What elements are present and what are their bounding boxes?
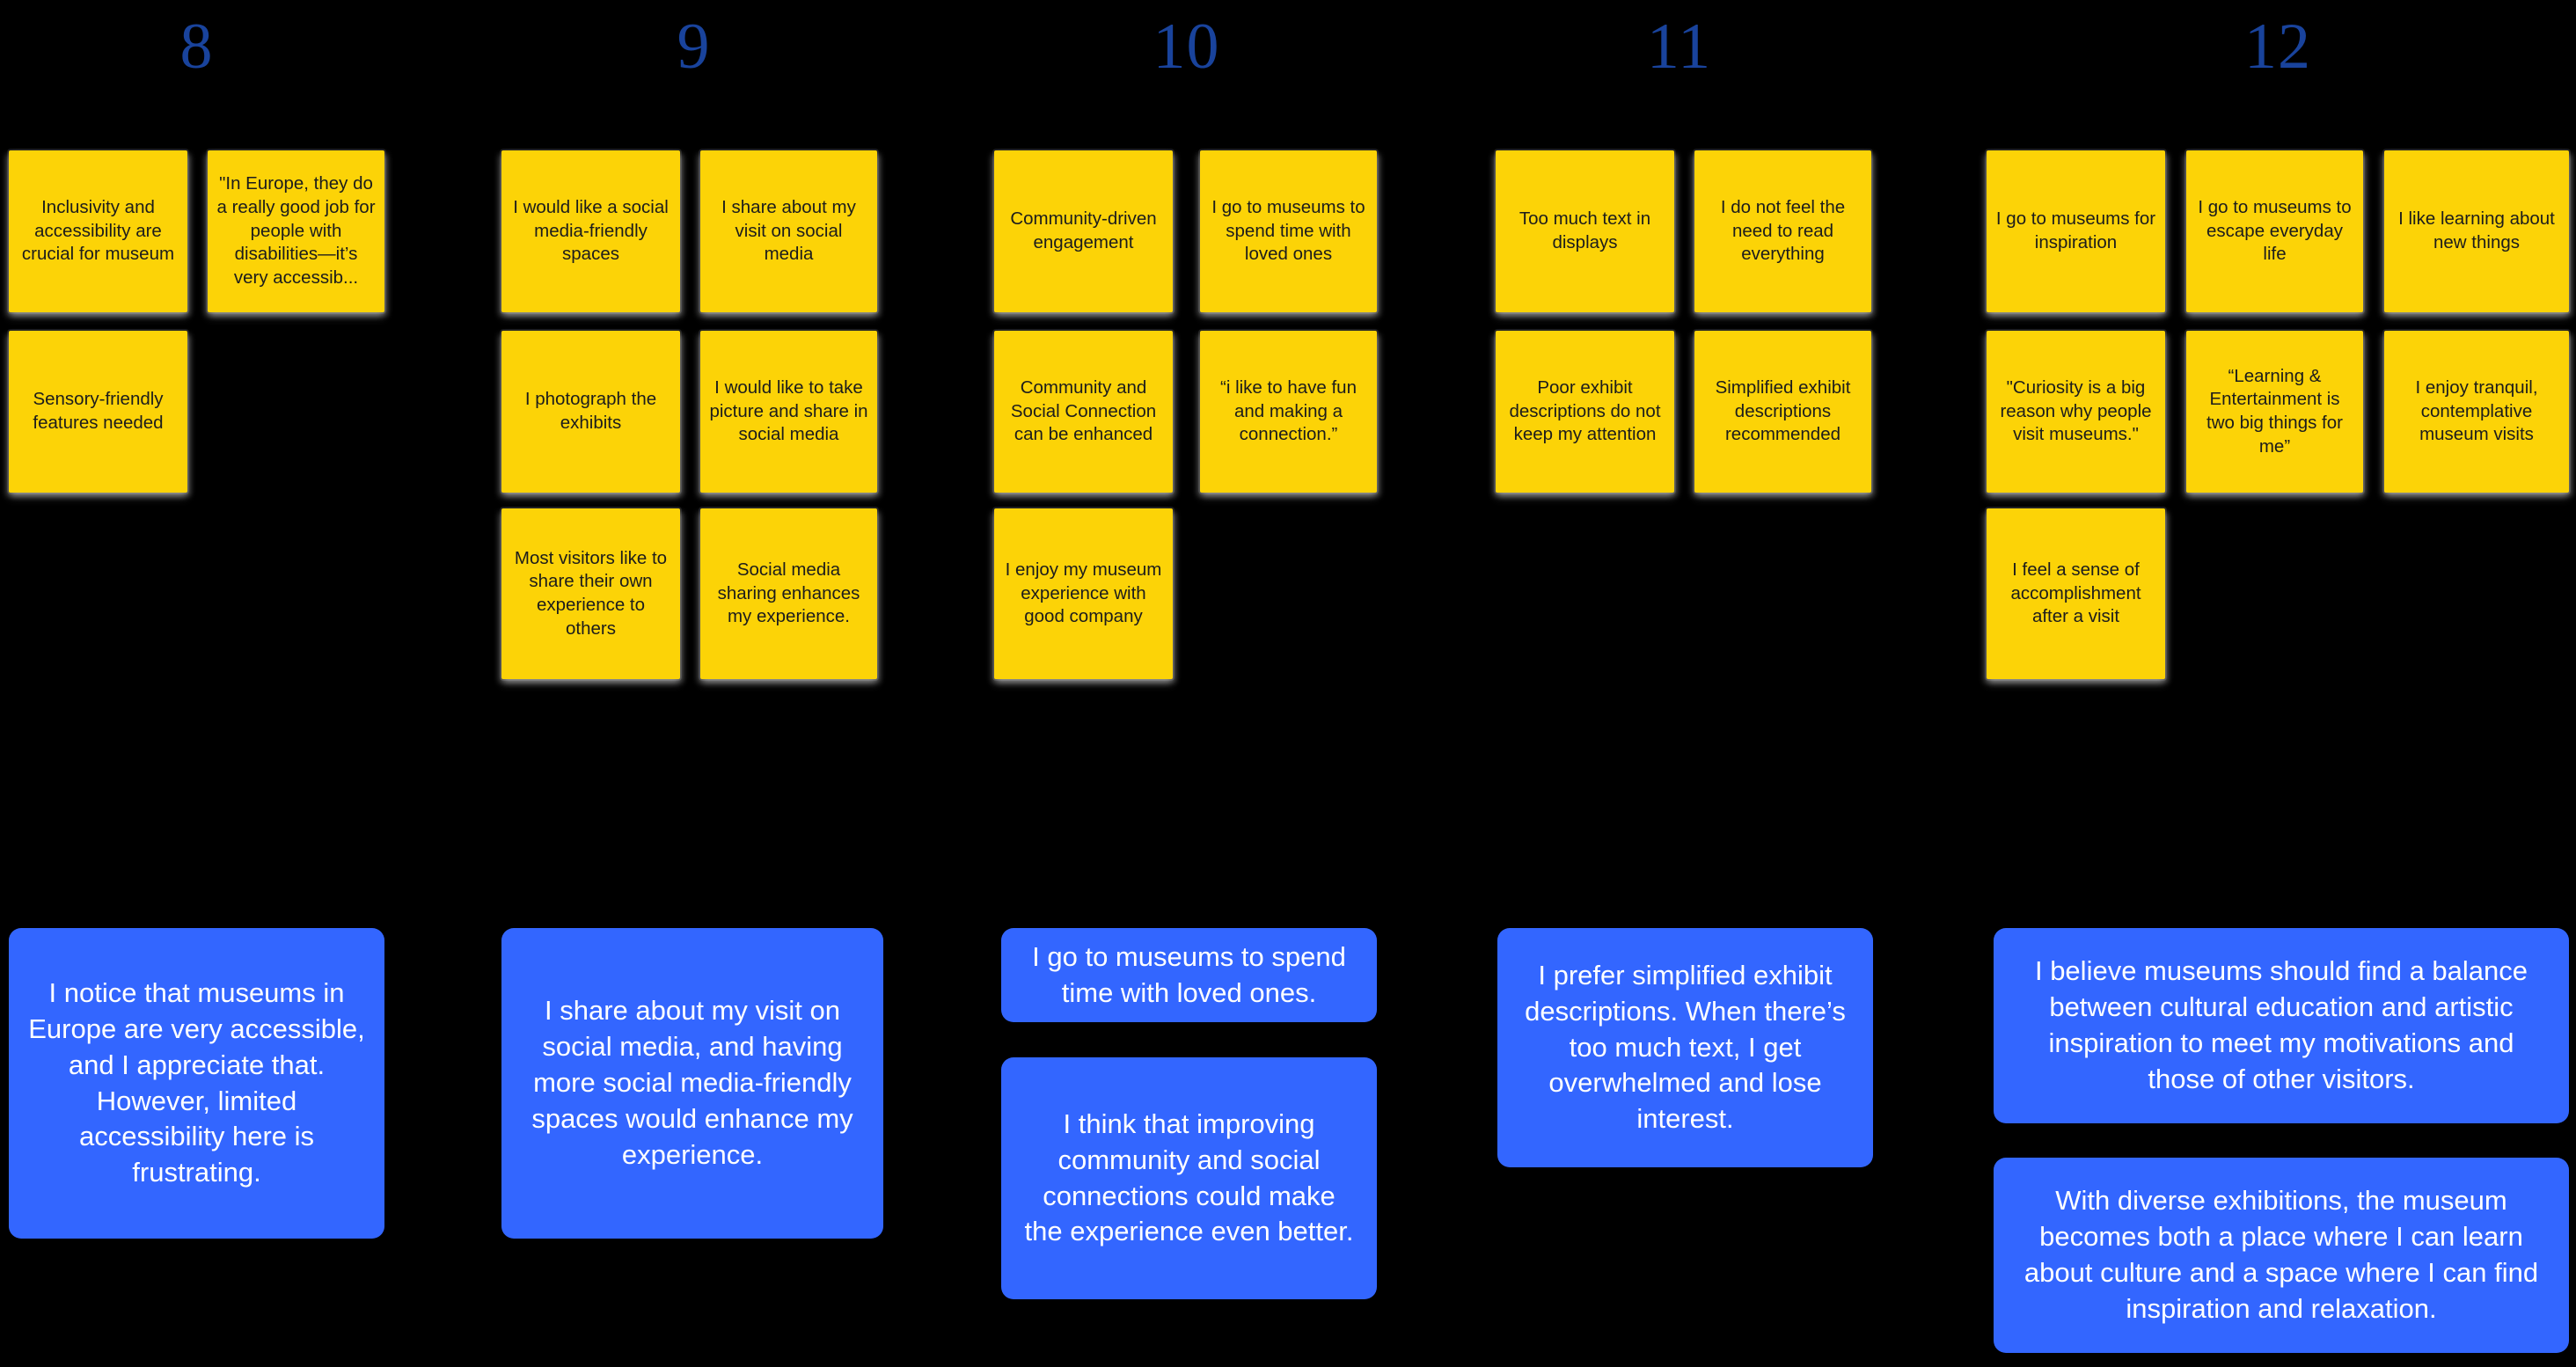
sticky-note[interactable]: Community-driven engagement [994,150,1173,312]
sticky-note-text: I go to museums for inspiration [1995,208,2156,252]
insight-card-text: I share about my visit on social media, … [531,995,853,1170]
insight-card-text: I believe museums should find a balance … [2034,955,2528,1094]
column-header-10: 10 [1153,11,1220,83]
sticky-note[interactable]: I photograph the exhibits [501,331,680,493]
sticky-note[interactable]: I share about my visit on social media [700,150,877,312]
sticky-note-text: I do not feel the need to read everythin… [1720,197,1846,265]
insight-card[interactable]: I notice that museums in Europe are very… [9,928,384,1239]
sticky-note-text: "Curiosity is a big reason why people vi… [2000,377,2152,445]
sticky-note-text: “Learning & Entertainment is two big thi… [2206,365,2343,457]
sticky-note[interactable]: “i like to have fun and making a connect… [1200,331,1377,493]
sticky-note-text: Too much text in displays [1519,208,1651,252]
sticky-note[interactable]: I would like to take picture and share i… [700,331,877,493]
sticky-note[interactable]: I go to museums for inspiration [1987,150,2165,312]
column-header-9: 9 [677,11,711,83]
sticky-note-text: I enjoy my museum experience with good c… [1005,559,1162,627]
insight-card-text: With diverse exhibitions, the museum bec… [2023,1185,2539,1324]
sticky-note[interactable]: Simplified exhibit descriptions recommen… [1694,331,1871,493]
insight-card[interactable]: I think that improving community and soc… [1001,1057,1377,1299]
sticky-note-text: I enjoy tranquil, contemplative museum v… [2415,377,2538,445]
sticky-note[interactable]: I like learning about new things [2384,150,2569,312]
sticky-note[interactable]: I feel a sense of accomplishment after a… [1987,508,2165,679]
insight-card[interactable]: I go to museums to spend time with loved… [1001,928,1377,1022]
sticky-note[interactable]: Inclusivity and accessibility are crucia… [9,150,187,312]
sticky-note-text: I feel a sense of accomplishment after a… [2010,559,2141,627]
sticky-note-text: Poor exhibit descriptions do not keep my… [1509,377,1661,445]
insight-card[interactable]: I believe museums should find a balance … [1994,928,2569,1123]
sticky-note-text: I go to museums to spend time with loved… [1211,197,1365,265]
sticky-note-text: I share about my visit on social media [721,197,856,265]
insight-card-text: I prefer simplified exhibit descriptions… [1525,959,1846,1135]
insight-card-text: I think that improving community and soc… [1024,1107,1354,1247]
sticky-note[interactable]: I do not feel the need to read everythin… [1694,150,1871,312]
sticky-note-text: Sensory-friendly features needed [33,389,164,433]
sticky-note-text: I photograph the exhibits [524,389,657,433]
sticky-note[interactable]: I enjoy tranquil, contemplative museum v… [2384,331,2569,493]
sticky-note[interactable]: Sensory-friendly features needed [9,331,187,493]
sticky-note[interactable]: I go to museums to escape everyday life [2186,150,2363,312]
sticky-note-text: “i like to have fun and making a connect… [1220,377,1357,445]
sticky-note[interactable]: "In Europe, they do a really good job fo… [208,150,384,312]
sticky-note-text: Most visitors like to share their own ex… [514,547,668,639]
column-header-11: 11 [1646,11,1712,83]
sticky-note-text: "In Europe, they do a really good job fo… [216,173,376,288]
sticky-note[interactable]: Community and Social Connection can be e… [994,331,1173,493]
sticky-note-text: Community-driven engagement [1010,208,1157,252]
column-header-8: 8 [179,11,214,83]
sticky-note-text: I would like a social media-friendly spa… [513,197,669,265]
sticky-note[interactable]: I go to museums to spend time with loved… [1200,150,1377,312]
sticky-note[interactable]: Poor exhibit descriptions do not keep my… [1496,331,1674,493]
insight-card[interactable]: I prefer simplified exhibit descriptions… [1497,928,1873,1167]
sticky-note[interactable]: Most visitors like to share their own ex… [501,508,680,679]
column-header-12: 12 [2244,11,2311,83]
sticky-note[interactable]: I enjoy my museum experience with good c… [994,508,1173,679]
sticky-note[interactable]: “Learning & Entertainment is two big thi… [2186,331,2363,493]
sticky-note-text: Simplified exhibit descriptions recommen… [1715,377,1851,445]
sticky-note-text: I like learning about new things [2398,208,2555,252]
sticky-note[interactable]: I would like a social media-friendly spa… [501,150,680,312]
insight-card-text: I go to museums to spend time with loved… [1032,940,1346,1008]
insight-card-text: I notice that museums in Europe are very… [28,976,365,1188]
sticky-note[interactable]: Social media sharing enhances my experie… [700,508,877,679]
insight-card[interactable]: I share about my visit on social media, … [501,928,883,1239]
insight-card[interactable]: With diverse exhibitions, the museum bec… [1994,1158,2569,1353]
sticky-note[interactable]: Too much text in displays [1496,150,1674,312]
sticky-note[interactable]: "Curiosity is a big reason why people vi… [1987,331,2165,493]
sticky-note-text: I would like to take picture and share i… [709,377,868,445]
sticky-note-text: Community and Social Connection can be e… [1010,377,1157,445]
sticky-note-text: Social media sharing enhances my experie… [717,559,860,627]
sticky-note-text: I go to museums to escape everyday life [2198,197,2352,265]
sticky-note-text: Inclusivity and accessibility are crucia… [21,197,175,265]
